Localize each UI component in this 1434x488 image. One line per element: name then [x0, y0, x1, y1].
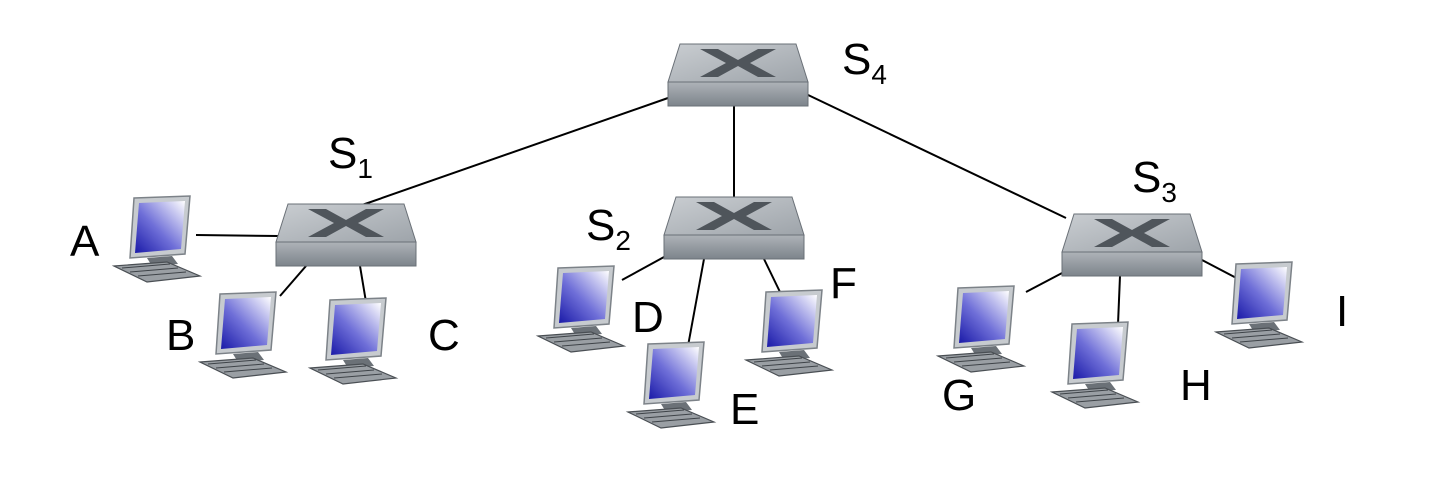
link-s1-b [279, 265, 307, 297]
host-f: F [745, 259, 857, 377]
host-g: G [937, 285, 1025, 420]
computer-icon [309, 297, 397, 385]
host-label-e: E [730, 385, 759, 434]
host-label-h: H [1180, 361, 1212, 410]
link-s2-d [621, 256, 665, 281]
link-s2-e [687, 258, 705, 347]
host-label-a: A [70, 217, 100, 266]
computer-icon [199, 291, 287, 379]
link-s3-g [1025, 271, 1065, 293]
switch-icon [275, 203, 417, 267]
host-d: D [537, 265, 664, 353]
switch-s1: S1 [275, 129, 417, 267]
host-b: B [166, 291, 287, 379]
host-label-g: G [942, 371, 976, 420]
host-label-f: F [830, 259, 857, 308]
link-s4-s3 [805, 93, 1067, 219]
links [195, 93, 1245, 347]
computer-icon [627, 341, 715, 429]
switch-icon [1061, 213, 1203, 277]
host-label-i: I [1336, 287, 1348, 336]
host-label-b: B [166, 311, 195, 360]
computer-icon [1051, 321, 1139, 409]
link-s1-c [359, 265, 367, 303]
computer-icon [745, 289, 833, 377]
switch-s3: S3 [1061, 153, 1203, 277]
link-s4-s1 [361, 97, 669, 206]
switch-label-s3: S3 [1132, 153, 1177, 208]
link-s2-f [763, 258, 781, 293]
switch-label-s1: S1 [328, 129, 373, 184]
computer-icon [113, 195, 201, 283]
host-e: E [627, 341, 759, 434]
computer-icon [537, 265, 625, 353]
switch-s4: S4 [667, 35, 887, 107]
host-label-d: D [632, 293, 664, 342]
host-c: C [309, 297, 460, 385]
host-i: I [1215, 261, 1348, 349]
host-label-c: C [428, 311, 460, 360]
switch-label-s2: S2 [586, 201, 631, 256]
switch-label-s4: S4 [842, 35, 887, 90]
host-h: H [1051, 321, 1212, 410]
link-s1-a [195, 234, 279, 237]
switch-icon [663, 196, 805, 260]
switch-s2: S2 [586, 196, 805, 260]
host-a: A [70, 195, 201, 283]
computer-icon [937, 285, 1025, 373]
switch-icon [667, 43, 809, 107]
link-s3-h [1117, 275, 1121, 325]
